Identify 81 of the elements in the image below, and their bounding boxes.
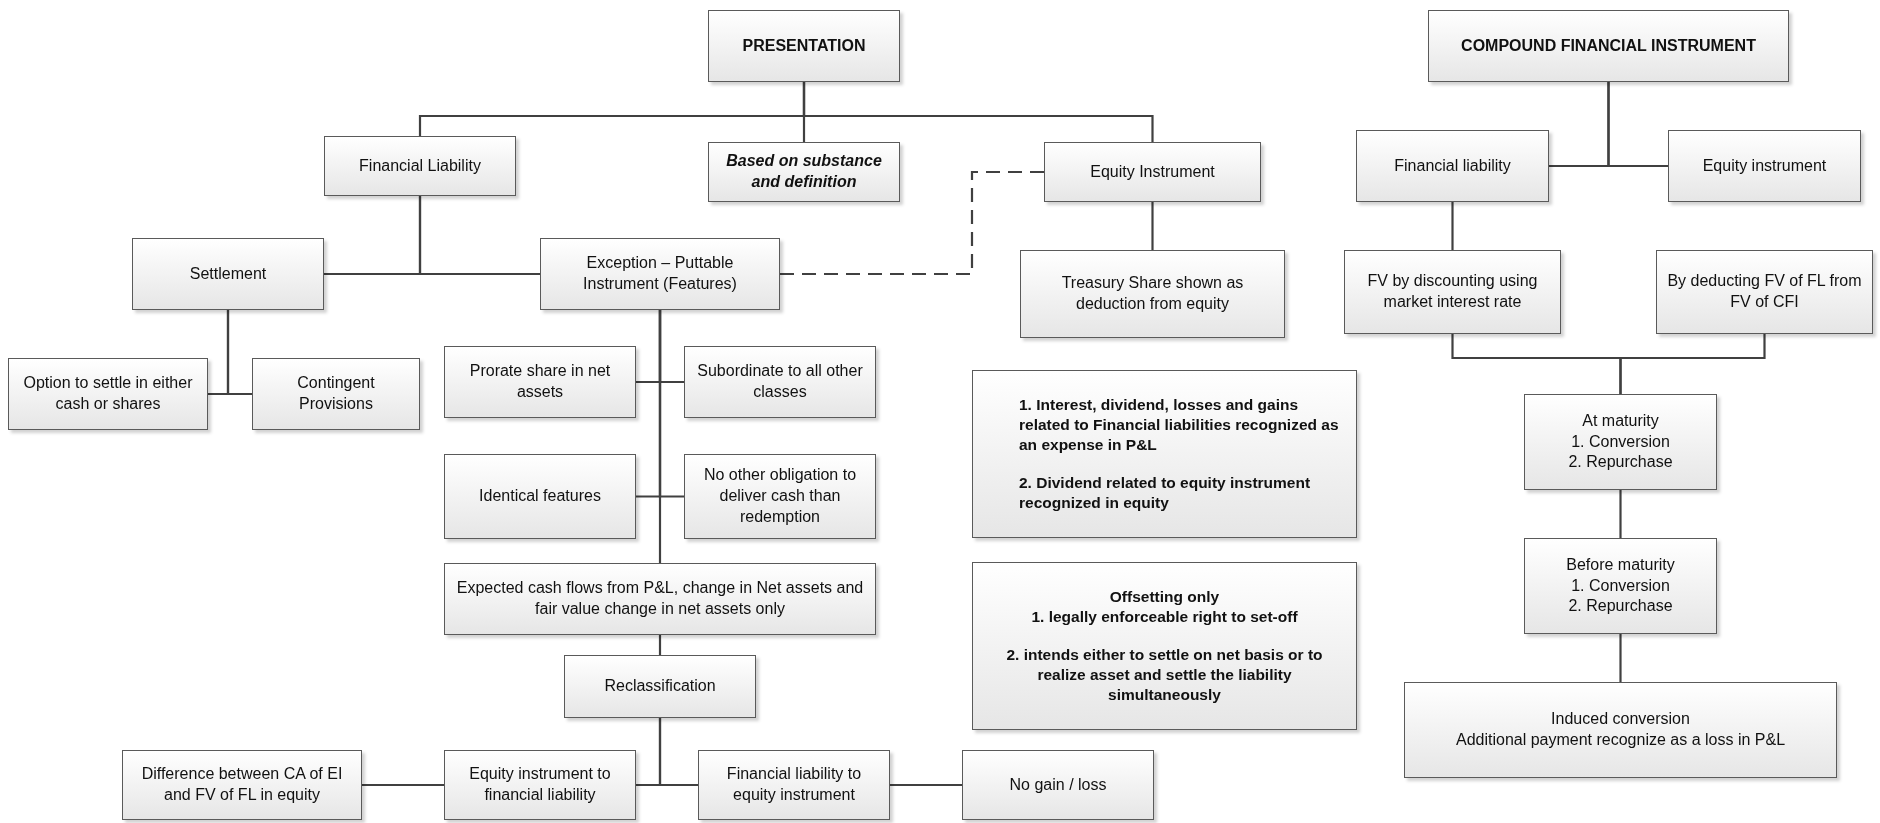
process-box bbox=[1524, 394, 1717, 490]
process-box bbox=[708, 142, 900, 202]
node-text: 1. Conversion bbox=[1571, 575, 1670, 596]
dashed-connector bbox=[780, 170, 1044, 276]
node-text: 2. Dividend related to equity instrument recognized in equity bbox=[1019, 473, 1312, 514]
node-text: Based on substance and definition bbox=[725, 151, 883, 192]
connector-line bbox=[890, 783, 962, 787]
connector-line bbox=[418, 196, 540, 276]
process-box bbox=[684, 346, 876, 418]
process-box bbox=[564, 655, 756, 718]
process-box bbox=[708, 10, 900, 82]
process-box bbox=[8, 358, 208, 430]
node-text: 2. Repurchase bbox=[1568, 452, 1673, 473]
node-text: Prorate share in net assets bbox=[468, 361, 612, 402]
node-text: Induced conversion bbox=[1551, 709, 1690, 730]
node-text: Option to settle in either cash or shares bbox=[22, 373, 194, 414]
node-text: By deducting FV of FL from FV of CFI bbox=[1666, 271, 1863, 312]
node-text: Equity Instrument bbox=[1090, 161, 1215, 182]
node-text: 1. legally enforceable right to set-off bbox=[1031, 606, 1298, 627]
connector-line bbox=[1151, 202, 1154, 250]
process-box bbox=[132, 238, 324, 310]
node-text: PRESENTATION bbox=[742, 35, 866, 56]
node-text: FV by discounting using market interest rate bbox=[1366, 271, 1539, 312]
node-text: 1. Interest, dividend, losses and gains related to Financial liabilities recognized as an expense in P&L bbox=[1019, 394, 1340, 455]
node-text: Subordinate to all other classes bbox=[696, 361, 864, 402]
node-text: 2. intends either to settle on net basis or to realize asset and settle the liability simultaneously bbox=[1005, 644, 1324, 706]
node-text: Financial liability bbox=[1394, 155, 1511, 176]
process-box bbox=[698, 750, 890, 820]
process-box bbox=[962, 750, 1154, 820]
connector-line bbox=[1619, 490, 1622, 538]
node-text: Identical features bbox=[479, 486, 601, 507]
process-box bbox=[540, 238, 780, 310]
connector-line bbox=[226, 310, 252, 396]
node-text: Equity instrument bbox=[1702, 155, 1827, 176]
node-text: Difference between CA of EI and FV of FL in equity bbox=[140, 764, 344, 805]
node-text: Financial Liability bbox=[359, 155, 481, 176]
node-text: Exception – Puttable Instrument (Features) bbox=[582, 253, 738, 294]
process-box bbox=[1524, 538, 1717, 634]
node-text: At maturity bbox=[1582, 410, 1659, 431]
node-text: Financial liability to equity instrument bbox=[725, 764, 863, 805]
process-box bbox=[252, 358, 420, 430]
node-text: No other obligation to deliver cash than redemption bbox=[702, 465, 858, 527]
connector-line bbox=[658, 718, 698, 787]
connector-line bbox=[362, 783, 444, 787]
connector-line bbox=[1451, 202, 1454, 250]
process-box bbox=[1668, 130, 1861, 202]
node-text: 2. Repurchase bbox=[1568, 596, 1673, 617]
process-box bbox=[444, 454, 636, 539]
process-box bbox=[444, 346, 636, 418]
note-box bbox=[972, 562, 1357, 730]
process-box bbox=[444, 563, 876, 635]
node-text: No gain / loss bbox=[1009, 774, 1107, 795]
process-box bbox=[1356, 130, 1549, 202]
process-box bbox=[122, 750, 362, 820]
process-box bbox=[1404, 682, 1837, 778]
connector-line bbox=[658, 310, 662, 563]
connector-line bbox=[1607, 82, 1668, 168]
process-box bbox=[444, 750, 636, 820]
node-text: Equity instrument to financial liability bbox=[468, 764, 612, 805]
node-text: Settlement bbox=[189, 263, 267, 284]
node-text: Reclassification bbox=[604, 676, 716, 697]
node-text: Additional payment recognize as a loss in P&L bbox=[1455, 730, 1786, 750]
connector-line bbox=[1619, 334, 1766, 394]
process-box bbox=[1020, 250, 1285, 338]
process-box bbox=[1344, 250, 1561, 334]
note-box bbox=[972, 370, 1357, 538]
connector-line bbox=[658, 635, 662, 655]
node-text: COMPOUND FINANCIAL INSTRUMENT bbox=[1461, 35, 1756, 56]
process-box bbox=[1044, 142, 1261, 202]
node-text: Before maturity bbox=[1566, 554, 1675, 575]
process-box bbox=[1656, 250, 1873, 334]
node-text: 1. Conversion bbox=[1571, 431, 1670, 452]
node-text: Expected cash flows from P&L, change in Net assets and fair value change in net assets only bbox=[455, 578, 865, 619]
node-text: Treasury Share shown as deduction from equity bbox=[1060, 273, 1245, 314]
connector-line bbox=[1619, 634, 1622, 682]
process-box bbox=[684, 454, 876, 539]
process-box bbox=[1428, 10, 1789, 82]
connector-line bbox=[802, 82, 1154, 142]
process-box bbox=[324, 136, 516, 196]
node-text: Offsetting only bbox=[1109, 586, 1220, 607]
node-text: Contingent Provisions bbox=[296, 373, 376, 414]
